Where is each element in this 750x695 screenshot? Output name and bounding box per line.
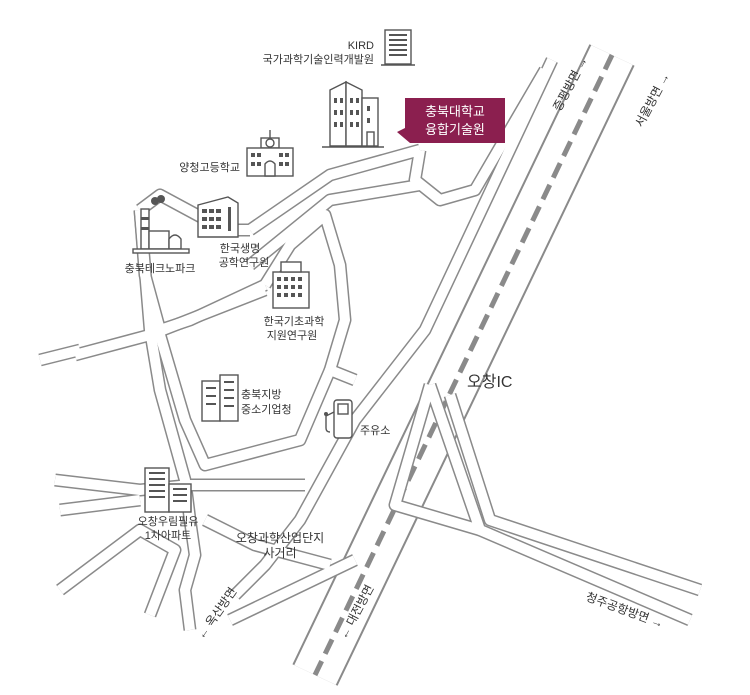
expressway — [292, 44, 635, 686]
kbsi-label-line2: 지원연구원 — [267, 329, 318, 342]
sme-label-line1: 충북지방 — [241, 388, 281, 401]
kribb-building-icon — [197, 196, 239, 238]
kird-label-line1: KIRD — [348, 40, 374, 52]
callout-line1: 충북대학교 — [425, 104, 485, 119]
kribb-label-line2: 공학연구원 — [219, 256, 270, 269]
kbsi-label-line1: 한국기초과학 — [264, 315, 325, 328]
junction-label-line1: 오창과학산업단지 — [236, 531, 324, 545]
callout-line2: 융합기술원 — [425, 122, 485, 137]
factory-icon — [132, 195, 190, 254]
apartment-icon — [144, 467, 192, 513]
convergence-institute-building-icon — [322, 80, 384, 148]
local-roads — [38, 57, 703, 631]
gas-station-icon — [324, 399, 353, 439]
place-labels: KIRD 국가과학기술인력개발원 양청고등학교 충북테크노파크 한국생명 공학연… — [125, 40, 513, 560]
kribb-label-line1: 한국생명 — [220, 242, 260, 255]
sme-office-building-icon — [201, 374, 239, 422]
kbsi-building-icon — [272, 261, 310, 309]
gas-station-label: 주유소 — [360, 424, 390, 437]
road-network — [38, 44, 703, 686]
direction-seoul: 서울방면 → — [632, 70, 672, 129]
sme-label-line2: 중소기업청 — [241, 403, 292, 416]
ochang-ic-label: 오창IC — [467, 373, 512, 391]
junction-label-line2: 사거리 — [263, 546, 296, 560]
kird-building-icon — [381, 29, 415, 66]
apartment-label-line2: 1차아파트 — [145, 529, 192, 542]
kird-label-line2: 국가과학기술인력개발원 — [263, 53, 374, 66]
callout-chungbuk-convergence: 충북대학교 융합기술원 — [397, 98, 505, 143]
apartment-label-line1: 오창우림필유 — [138, 515, 199, 528]
yangcheong-school-label: 양청고등학교 — [179, 161, 240, 174]
technopark-label: 충북테크노파크 — [125, 262, 196, 275]
school-icon — [246, 130, 294, 177]
